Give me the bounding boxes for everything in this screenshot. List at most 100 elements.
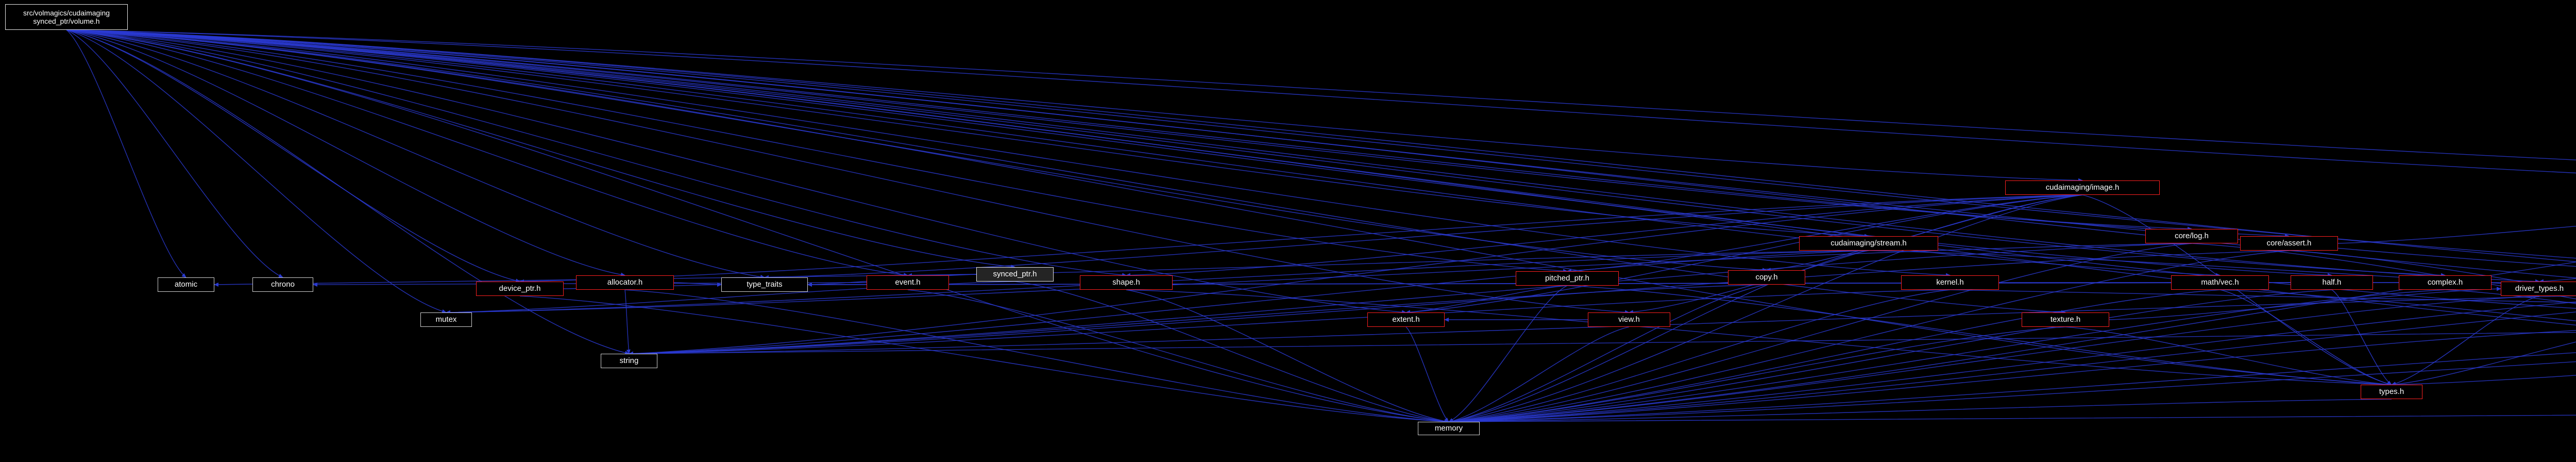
include-edge-device_ptr-memory	[519, 295, 1449, 424]
include-edge-half_h-memory	[1448, 289, 2332, 424]
include-edge-root-type_traits	[66, 29, 765, 279]
include-edge-synced_ptr-memory	[1014, 281, 1449, 423]
include-edge-root-synced_ptr	[66, 29, 1015, 269]
include-edge-allocator-memory	[624, 289, 1449, 424]
include-edge-root-half_h	[66, 29, 2332, 277]
include-edge-texture_h-driver_types	[2109, 287, 2501, 320]
include-edge-pitched_ptr-types_h	[1567, 285, 2392, 387]
include-edge-image_h-shape_h	[1126, 194, 2083, 277]
include-edge-root-assert_h	[66, 29, 2290, 238]
graph-node-mutex[interactable]: mutex	[420, 312, 472, 327]
graph-node-texture_h[interactable]: texture.h	[2022, 312, 2109, 327]
include-edge-root-memory	[66, 29, 1449, 424]
include-edge-surface_h-types_h	[2391, 341, 2576, 387]
include-edge-image_h-memory	[1448, 194, 2083, 423]
include-edge-config_h-memory	[1448, 361, 2576, 424]
include-edge-root-allocator	[66, 29, 625, 277]
include-edge-assert_h-memory	[1448, 250, 2290, 424]
include-edge-assert_h-exception_h	[2289, 250, 2576, 292]
include-edge-root-complex_h	[66, 29, 2446, 277]
include-edge-image_h-types_h	[2082, 194, 2392, 386]
graph-node-view_h[interactable]: view.h	[1588, 312, 1670, 327]
include-edge-cuda_runtime-memory	[1448, 261, 2576, 424]
include-edge-root-image_h	[66, 29, 2083, 183]
include-edge-half_h-types_h	[2331, 289, 2392, 385]
include-edge-root-checks_h	[66, 29, 2576, 278]
include-edge-surface_h-memory	[1448, 330, 2576, 424]
include-edge-allocator-type_traits	[673, 282, 722, 287]
include-edge-image_h-device_ptr	[519, 194, 2083, 284]
include-edge-math_vec-utility	[2219, 289, 2576, 322]
graph-node-atomic[interactable]: atomic	[158, 277, 214, 292]
include-edge-checks_h-memory	[1448, 352, 2576, 424]
graph-node-driver_types[interactable]: driver_types.h	[2501, 282, 2576, 296]
include-edge-driver_types-memory	[1448, 295, 2540, 424]
include-edge-math_vec-memory	[1448, 289, 2221, 424]
graph-node-label-line: synced_ptr/volume.h	[33, 17, 100, 25]
graph-node-type_traits[interactable]: type_traits	[721, 277, 808, 292]
include-edge-config_h-types_h	[2391, 375, 2576, 387]
graph-node-string[interactable]: string	[601, 354, 657, 368]
include-edge-root-extent_h	[66, 29, 1406, 315]
include-edge-event_h-memory	[907, 289, 1449, 424]
graph-node-log_h[interactable]: core/log.h	[2145, 229, 2238, 243]
include-edge-log_h-memory	[1448, 243, 2192, 424]
include-edge-texture_h-memory	[1448, 326, 2066, 424]
include-edge-error_h-memory	[1448, 311, 2576, 424]
include-edge-assert_h-cassert	[2337, 225, 2576, 244]
include-edge-image_h-type_traits	[764, 194, 2083, 279]
include-edge-pitched_ptr-memory	[1448, 285, 1568, 422]
include-edge-extent_h-memory	[1405, 326, 1449, 422]
include-edge-root-shape_h	[66, 29, 1127, 277]
graph-node-complex_h[interactable]: complex.h	[2399, 275, 2492, 290]
graph-node-chrono[interactable]: chrono	[252, 277, 313, 292]
graph-node-device_ptr[interactable]: device_ptr.h	[476, 282, 564, 296]
include-edge-root-event_h	[66, 29, 908, 277]
graph-node-memory[interactable]: memory	[1418, 422, 1480, 435]
graph-node-allocator[interactable]: allocator.h	[576, 275, 674, 290]
include-edge-root-string	[66, 29, 630, 355]
include-edge-root-kernel_h	[66, 29, 1951, 277]
graph-node-half_h[interactable]: half.h	[2291, 275, 2373, 290]
graph-node-assert_h[interactable]: core/assert.h	[2240, 236, 2338, 251]
include-edge-root-view_h	[66, 29, 1630, 315]
graph-node-event_h[interactable]: event.h	[867, 275, 949, 290]
include-edge-root-config_h	[66, 29, 2576, 262]
graph-node-shape_h[interactable]: shape.h	[1080, 275, 1173, 290]
include-edge-root-pitched_ptr	[66, 29, 1568, 273]
include-edge-math_vec-types_h	[2219, 289, 2392, 386]
graph-node-image_h[interactable]: cudaimaging/image.h	[2005, 180, 2160, 195]
graph-node-pitched_ptr[interactable]: pitched_ptr.h	[1516, 271, 1619, 286]
graph-node-math_vec[interactable]: math/vec.h	[2171, 275, 2269, 290]
include-edge-root-cuda_runtime	[66, 29, 2576, 160]
graph-node-extent_h[interactable]: extent.h	[1367, 312, 1445, 327]
include-edge-image_h-copy_h	[1766, 194, 2083, 272]
include-edge-root-types_h	[66, 29, 2392, 387]
include-edge-copy_h-memory	[1448, 284, 1767, 423]
include-edge-assert_h-string	[629, 250, 2290, 356]
graph-node-types_h[interactable]: types.h	[2361, 385, 2422, 399]
graph-node-copy_h[interactable]: copy.h	[1728, 270, 1805, 285]
graph-node-synced_ptr[interactable]: synced_ptr.h	[976, 267, 1054, 282]
include-edge-log_h-string	[629, 243, 2192, 356]
include-edge-types_h-memory	[1448, 399, 2392, 424]
include-edge-image_h-pitched_ptr	[1567, 194, 2083, 273]
include-edge-root-stream_h	[66, 29, 1869, 238]
include-edge-root-cassert	[66, 29, 2576, 174]
include-edge-cuda_runtime-driver_types	[2539, 278, 2576, 284]
include-edge-view_h-memory	[1448, 326, 1630, 423]
include-edge-root-chrono	[66, 29, 283, 278]
include-edge-kernel_h-string	[629, 289, 1951, 356]
include-edge-stream_h-memory	[1448, 250, 1869, 423]
graph-node-kernel_h[interactable]: kernel.h	[1901, 275, 1999, 290]
include-edge-allocator-string	[624, 289, 631, 354]
include-edge-log_h-mutex	[446, 243, 2192, 315]
include-edge-log_h-utility	[2191, 243, 2576, 300]
include-edge-root-mutex	[66, 29, 447, 314]
graph-node-stream_h[interactable]: cudaimaging/stream.h	[1799, 236, 1938, 251]
include-edge-root-log_h	[66, 29, 2192, 231]
include-edge-shape_h-memory	[1126, 289, 1449, 423]
